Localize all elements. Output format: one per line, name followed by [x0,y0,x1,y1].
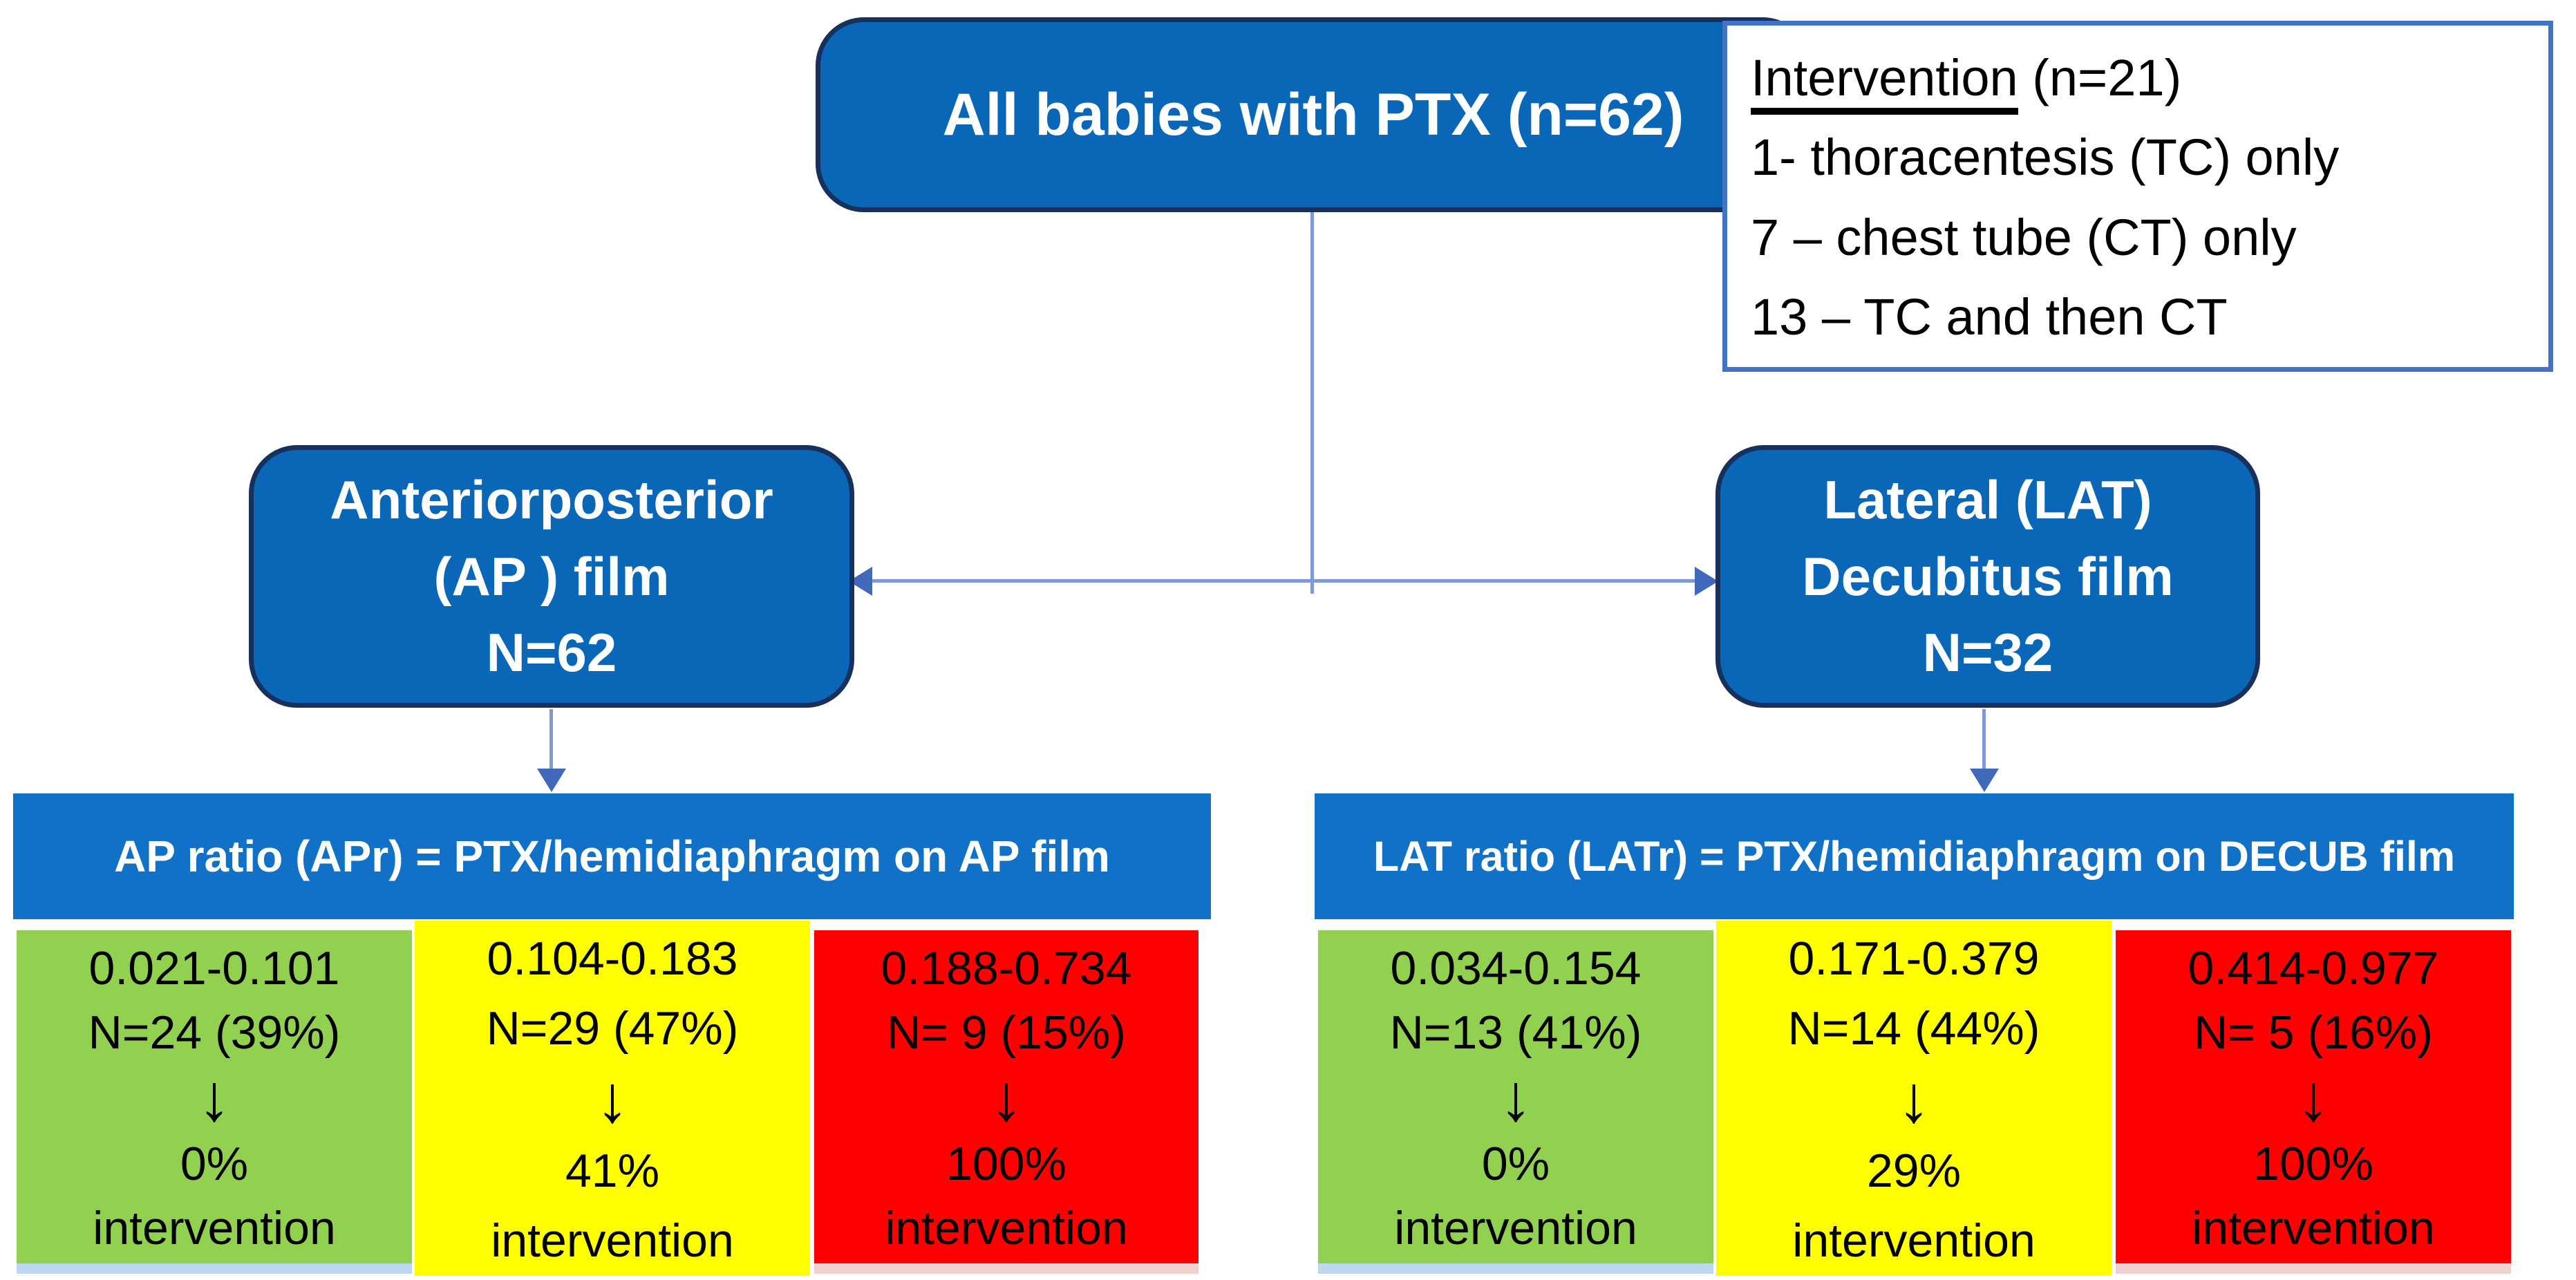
intervention-item-tc: 1- thoracentesis (TC) only [1751,129,2340,187]
ap-down-arrowhead-icon [537,769,566,792]
ap-mid-risk-cell: 0.104-0.183 N=29 (47%) ↓ 41% interventio… [415,921,810,1276]
lat-mid-risk-cell: 0.171-0.379 N=14 (44%) ↓ 29% interventio… [1716,921,2112,1276]
intervention-legend-box: Intervention (n=21) 1- thoracentesis (TC… [1722,21,2553,372]
lat-ratio-header: LAT ratio (LATr) = PTX/hemidiaphragm on … [1315,793,2514,919]
red-cell-bottom-strip [814,1263,1198,1274]
intervention-title: Intervention [1751,49,2018,115]
lat-box-line2: Decubitus film [1802,545,2174,607]
connector-horizontal-branch [868,579,1700,583]
intervention-label: intervention [885,1201,1128,1254]
intervention-label: intervention [1394,1201,1637,1254]
n-value: N= 9 (15%) [887,1006,1126,1060]
intervention-pct: 41% [565,1144,660,1197]
intervention-title-line: Intervention (n=21) [1751,38,2541,117]
ap-high-risk-cell: 0.188-0.734 N= 9 (15%) ↓ 100% interventi… [814,930,1198,1263]
intervention-pct: 0% [180,1137,249,1190]
intervention-item-tc-ct: 13 – TC and then CT [1751,288,2228,346]
intervention-label: intervention [2192,1201,2435,1254]
intervention-pct: 100% [2253,1137,2373,1190]
n-value: N= 5 (16%) [2194,1006,2433,1060]
all-babies-box: All babies with PTX (n=62) [816,17,1811,212]
green-cell-bottom-strip [17,1263,412,1274]
range-value: 0.104-0.183 [487,932,738,985]
lat-high-risk-cell: 0.414-0.977 N= 5 (16%) ↓ 100% interventi… [2116,930,2511,1263]
connector-ap-to-header [549,709,553,770]
ap-box-line2: (AP ) film [433,545,670,607]
lat-ratio-header-label: LAT ratio (LATr) = PTX/hemidiaphragm on … [1373,833,2456,880]
intervention-pct: 0% [1481,1137,1550,1190]
n-value: N=29 (47%) [486,1002,739,1055]
down-arrow-icon: ↓ [990,1061,1023,1136]
ap-ratio-header-label: AP ratio (APr) = PTX/hemidiaphragm on AP… [114,831,1110,881]
intervention-label: intervention [93,1201,336,1254]
lat-low-risk-cell: 0.034-0.154 N=13 (41%) ↓ 0% intervention [1318,930,1713,1263]
down-arrow-icon: ↓ [198,1061,231,1136]
down-arrow-icon: ↓ [2297,1061,2330,1136]
down-arrow-icon: ↓ [596,1062,629,1137]
intervention-label: intervention [1792,1214,2036,1267]
red-cell-bottom-strip [2116,1263,2511,1274]
intervention-pct: 100% [946,1137,1066,1190]
down-arrow-icon: ↓ [1897,1062,1930,1137]
green-cell-bottom-strip [1318,1263,1713,1274]
lat-decubitus-box: Lateral (LAT) Decubitus film N=32 [1715,445,2260,708]
ap-ratio-header: AP ratio (APr) = PTX/hemidiaphragm on AP… [13,793,1211,919]
range-value: 0.021-0.101 [88,942,340,995]
down-arrow-icon: ↓ [1499,1061,1532,1136]
lat-down-arrowhead-icon [1970,769,1999,792]
ap-box-line1: Anteriorposterior [330,469,773,530]
range-value: 0.034-0.154 [1390,942,1642,995]
ap-film-box: Anteriorposterior (AP ) film N=62 [249,445,854,708]
lat-box-line3: N=32 [1922,622,2053,684]
connector-vertical-from-top-box [1310,212,1314,594]
n-value: N=13 (41%) [1389,1006,1642,1060]
n-value: N=24 (39%) [88,1006,341,1060]
intervention-pct: 29% [1866,1144,1962,1197]
connector-lat-to-header [1982,709,1986,770]
range-value: 0.414-0.977 [2188,942,2439,995]
range-value: 0.171-0.379 [1788,932,2040,985]
right-arrowhead-icon [1695,567,1718,596]
ap-box-line3: N=62 [486,622,617,684]
ap-low-risk-cell: 0.021-0.101 N=24 (39%) ↓ 0% intervention [17,930,412,1263]
intervention-item-ct: 7 – chest tube (CT) only [1751,208,2297,266]
all-babies-label: All babies with PTX (n=62) [942,81,1684,148]
intervention-label: intervention [491,1214,734,1267]
intervention-title-suffix: (n=21) [2018,49,2182,106]
n-value: N=14 (44%) [1787,1002,2040,1055]
lat-box-line1: Lateral (LAT) [1823,469,2152,530]
range-value: 0.188-0.734 [881,942,1132,995]
